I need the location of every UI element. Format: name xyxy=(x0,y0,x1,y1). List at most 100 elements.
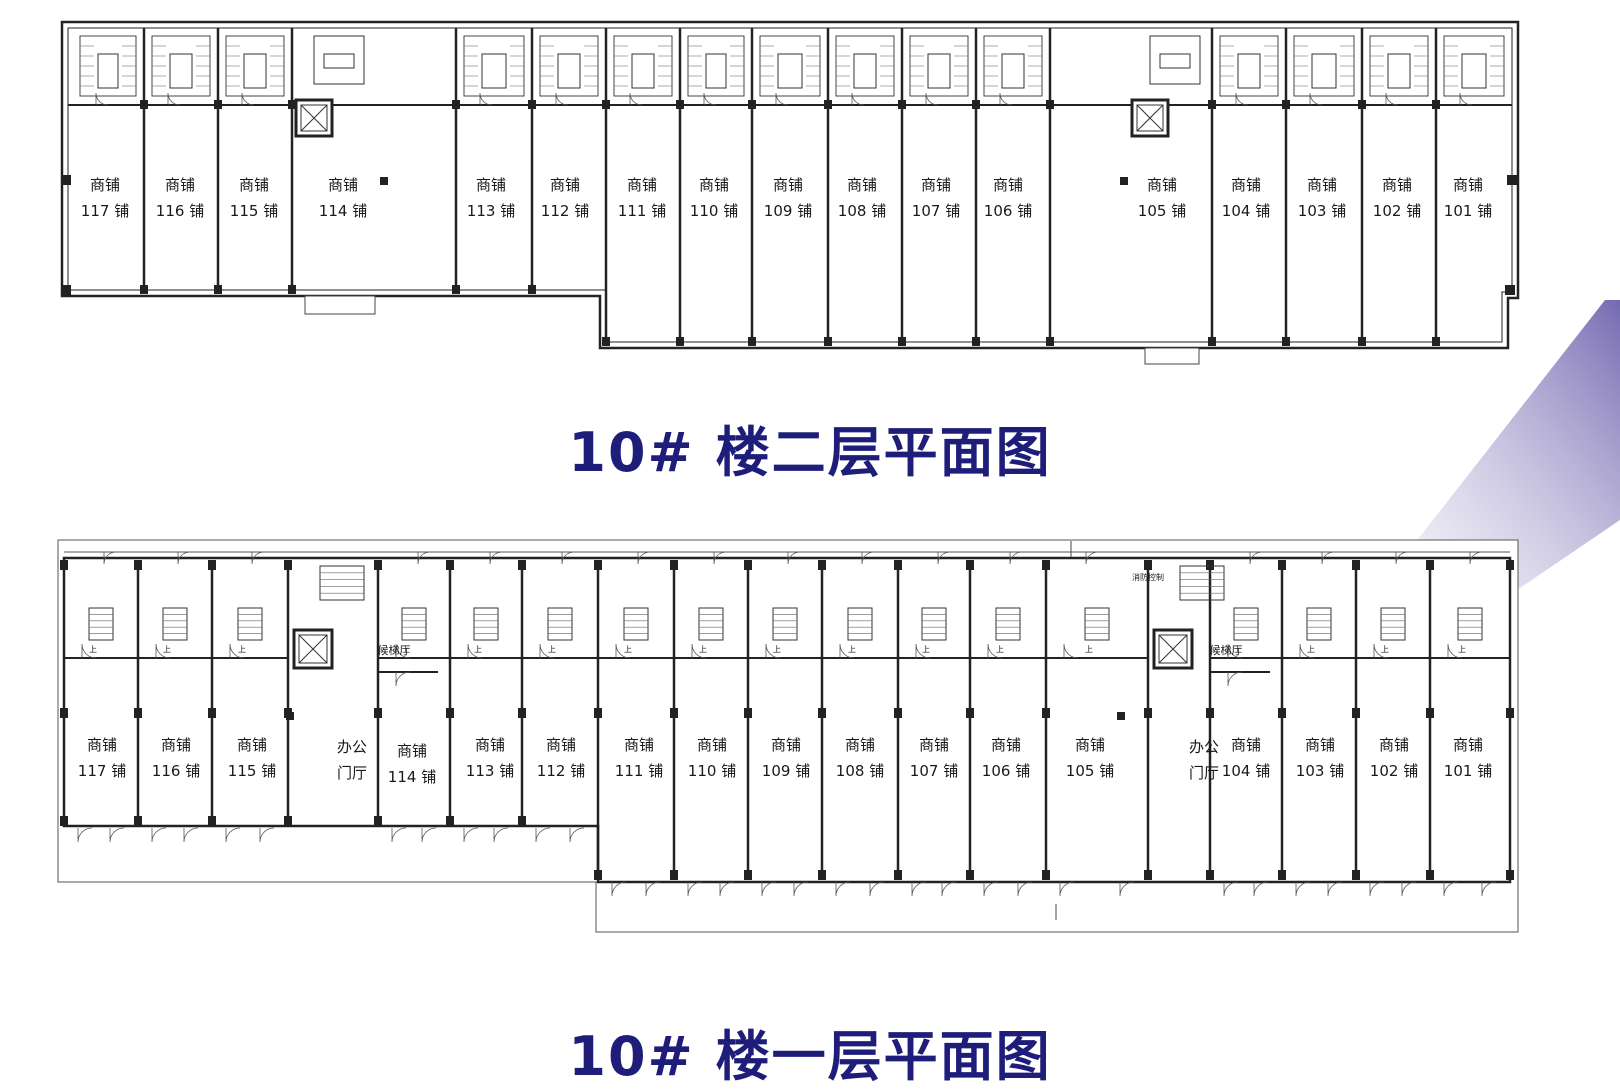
door-swing xyxy=(1059,881,1075,897)
door-swing xyxy=(869,881,885,897)
floor1-unit-label: 商铺 xyxy=(991,736,1021,754)
floor1-unit-number: 103 铺 xyxy=(1296,762,1344,780)
door-swing xyxy=(761,881,777,897)
floor2-column xyxy=(288,100,296,109)
floor2-unit-label: 商铺 xyxy=(328,176,358,194)
door-swing xyxy=(1119,881,1135,897)
floor2-column xyxy=(1208,100,1216,109)
floor2-column xyxy=(676,100,684,109)
door-swing xyxy=(1373,643,1389,659)
door-swing xyxy=(103,551,117,565)
stair-outline xyxy=(88,607,114,641)
floor1-column xyxy=(744,708,752,718)
door-swing xyxy=(467,643,483,659)
floor1-unit-number: 110 铺 xyxy=(688,762,736,780)
stair-well xyxy=(927,53,951,89)
floor2-unit-label: 商铺 xyxy=(1307,176,1337,194)
floor1-column xyxy=(1117,712,1125,720)
door-swing xyxy=(229,643,245,659)
floor1-unit-label: 商铺 xyxy=(697,736,727,754)
door-swing xyxy=(259,827,275,843)
door-swing xyxy=(793,881,809,897)
floor1-unit-number: 112 铺 xyxy=(537,762,585,780)
office-label: 办公 xyxy=(337,738,367,756)
floor2-unit-number: 110 铺 xyxy=(690,202,738,220)
door-swing xyxy=(983,881,999,897)
floor1-column xyxy=(1278,870,1286,880)
stair-outline xyxy=(162,607,188,641)
door-swing xyxy=(417,551,431,565)
floor2-unit-label: 商铺 xyxy=(1147,176,1177,194)
stair-well xyxy=(169,53,193,89)
floor2-unit-number: 114 铺 xyxy=(319,202,367,220)
door-swing xyxy=(1295,881,1311,897)
floor1-column xyxy=(1506,870,1514,880)
stair-up-label: 上 xyxy=(548,645,556,654)
elevator-car xyxy=(298,634,328,664)
stair-up-label: 上 xyxy=(402,645,410,654)
floor1-unit-number: 115 铺 xyxy=(228,762,276,780)
stair-up-label: 上 xyxy=(922,645,930,654)
floor1-unit-number: 105 铺 xyxy=(1066,762,1114,780)
door-swing xyxy=(915,643,931,659)
floor2-unit-number: 102 铺 xyxy=(1373,202,1421,220)
stair-outline xyxy=(921,607,947,641)
floor2-unit-number: 106 铺 xyxy=(984,202,1032,220)
floor2-outline-inner xyxy=(67,27,1513,343)
door-swing xyxy=(937,551,951,565)
floor2-unit-number: 103 铺 xyxy=(1298,202,1346,220)
door-swing xyxy=(1223,881,1239,897)
floor1-unit-number: 109 铺 xyxy=(762,762,810,780)
floor2-unit-number: 108 铺 xyxy=(838,202,886,220)
door-swing xyxy=(535,827,551,843)
door-swing xyxy=(1063,643,1079,659)
stair-well xyxy=(1001,53,1025,89)
door-swing xyxy=(391,827,407,843)
floor1-column xyxy=(894,560,902,570)
floor2-column xyxy=(452,100,460,109)
floor2-column xyxy=(1432,337,1440,346)
door-swing xyxy=(1321,551,1335,565)
office-label: 门厅 xyxy=(337,764,367,782)
floor2-column xyxy=(1120,177,1128,185)
floor2-column xyxy=(1208,337,1216,346)
floor1-column xyxy=(1426,560,1434,570)
stair-up-label: 上 xyxy=(238,645,246,654)
elevator-cross xyxy=(300,104,328,132)
office-label: 门厅 xyxy=(1189,764,1219,782)
stair-well xyxy=(557,53,581,89)
floor1-unit-number: 102 铺 xyxy=(1370,762,1418,780)
door-swing xyxy=(493,827,509,843)
door-swing xyxy=(539,643,555,659)
floor1-column xyxy=(1144,560,1152,570)
floor2-column xyxy=(1432,100,1440,109)
floor2-unit-label: 商铺 xyxy=(773,176,803,194)
door-swing xyxy=(615,643,631,659)
door-swing xyxy=(999,92,1013,106)
floor1-column xyxy=(1144,708,1152,718)
floor1-column xyxy=(1206,870,1214,880)
floor2-column xyxy=(1505,285,1515,295)
stair-up-label: 上 xyxy=(848,645,856,654)
door-swing xyxy=(851,92,865,106)
door-swing xyxy=(861,551,875,565)
floor1-column xyxy=(518,708,526,718)
floor1-unit-label: 商铺 xyxy=(771,736,801,754)
door-swing xyxy=(787,551,801,565)
stair-well xyxy=(853,53,877,89)
floor2-unit-number: 109 铺 xyxy=(764,202,812,220)
floor1-column xyxy=(518,816,526,826)
floor1-unit-label: 商铺 xyxy=(161,736,191,754)
stair-well xyxy=(631,53,655,89)
door-swing xyxy=(637,551,651,565)
stair-up-label: 上 xyxy=(474,645,482,654)
floor1-unit-label: 商铺 xyxy=(1231,736,1261,754)
floor1-unit-label: 商铺 xyxy=(845,736,875,754)
stair-up-label: 上 xyxy=(1307,645,1315,654)
floor1-column xyxy=(966,870,974,880)
floor1-column xyxy=(134,708,142,718)
floor1-column xyxy=(1426,870,1434,880)
floor2-unit-number: 104 铺 xyxy=(1222,202,1270,220)
